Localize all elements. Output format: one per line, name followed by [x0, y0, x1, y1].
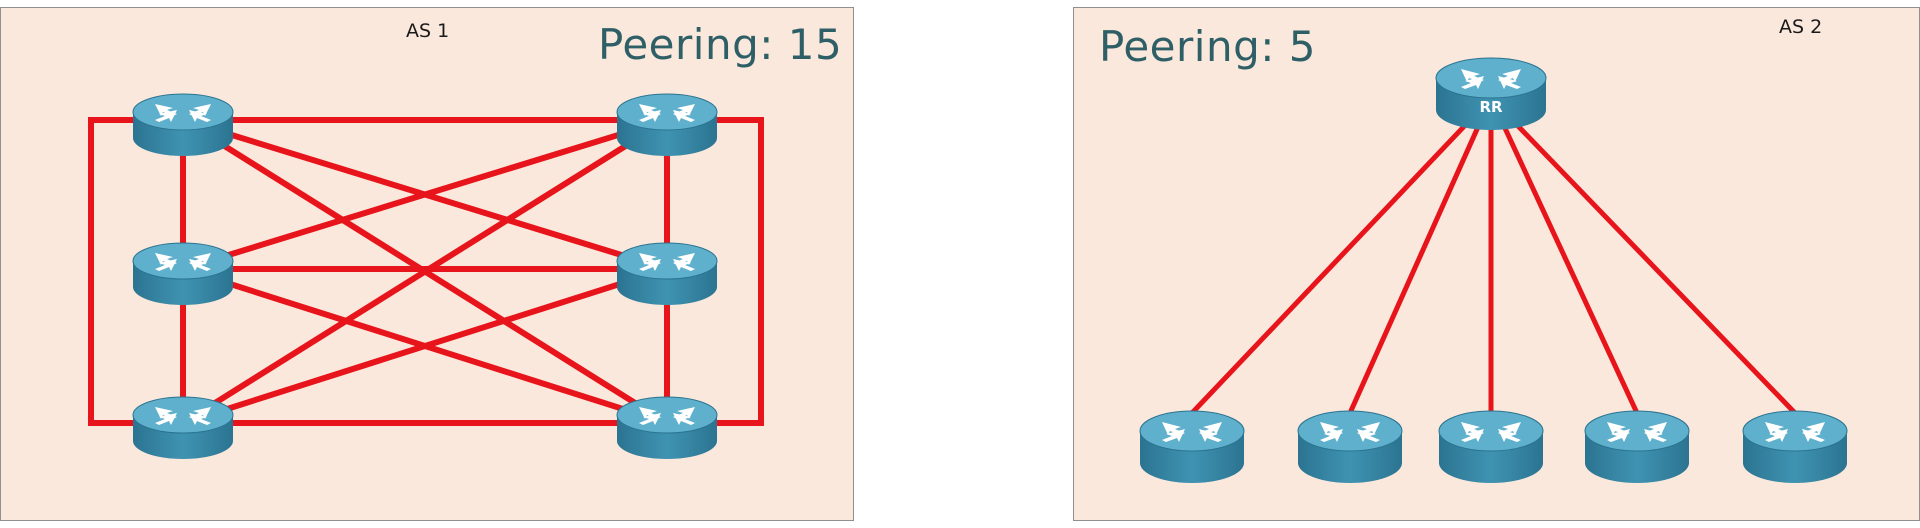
router-icon — [639, 253, 695, 271]
as2-route-reflector-diagram: RR — [1139, 57, 1848, 483]
client-router-2[interactable] — [1297, 410, 1403, 483]
as2-label: AS 2 — [1779, 16, 1823, 38]
router-icon — [639, 407, 695, 425]
client-router-3[interactable] — [1438, 410, 1544, 483]
as2-peering-count: Peering: 5 — [1099, 22, 1316, 71]
client-router-5[interactable] — [1742, 410, 1848, 483]
as2-panel: AS 2 Peering: 5 — [1073, 7, 1920, 521]
link-rr-c4 — [1488, 95, 1640, 416]
router-icon — [155, 104, 211, 122]
router-icon — [1162, 422, 1222, 442]
router-l2[interactable] — [132, 242, 234, 305]
route-reflector[interactable]: RR — [1435, 57, 1547, 130]
router-icon — [1765, 422, 1825, 442]
link-l2-r1 — [180, 117, 670, 272]
as1-peering-count: Peering: 15 — [598, 20, 843, 69]
router-r3[interactable] — [616, 396, 718, 459]
as1-full-mesh-diagram — [88, 93, 764, 459]
router-icon — [1607, 422, 1667, 442]
client-router-4[interactable] — [1584, 410, 1690, 483]
router-icon — [155, 407, 211, 425]
route-reflector-icon — [1461, 69, 1521, 89]
router-icon — [639, 104, 695, 122]
router-l3[interactable] — [132, 396, 234, 459]
link-l3-r2 — [180, 266, 670, 426]
as1-panel: AS 1 Peering: 15 — [0, 7, 854, 521]
link-l3-r1 — [180, 117, 670, 426]
as1-label: AS 1 — [406, 20, 450, 42]
link-rr-c1 — [1189, 95, 1494, 416]
router-icon — [1461, 422, 1521, 442]
route-reflector-label: RR — [1479, 98, 1503, 116]
router-r1[interactable] — [616, 93, 718, 156]
router-icon — [155, 253, 211, 271]
client-router-1[interactable] — [1139, 410, 1245, 483]
link-rr-c5 — [1488, 95, 1798, 416]
link-rr-c2 — [1347, 95, 1494, 416]
router-l1[interactable] — [132, 93, 234, 156]
router-r2[interactable] — [616, 242, 718, 305]
router-icon — [1320, 422, 1380, 442]
